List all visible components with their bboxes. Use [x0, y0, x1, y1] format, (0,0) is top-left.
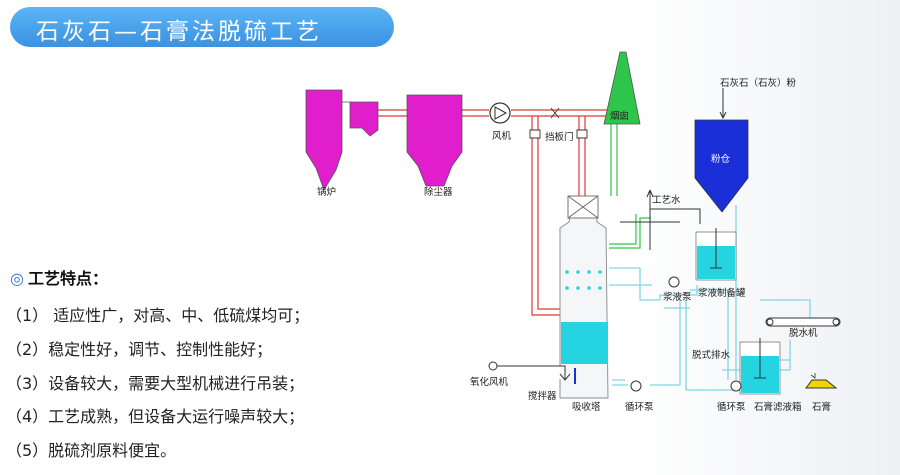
label-powder-silo: 粉仓 [711, 153, 731, 165]
feature-item: （4）工艺成熟，但设备大运行噪声较大； [6, 407, 305, 426]
features-heading-text: 工艺特点： [27, 269, 108, 288]
gypsum-pile [805, 379, 838, 389]
process-water-inlet [620, 189, 701, 250]
dust-collector [406, 94, 463, 187]
label-circulation-pump-1: 循环泵 [625, 401, 654, 413]
label-fan: 风机 [492, 130, 512, 142]
feature-item: （3）设备较大，需要大型机械进行吊装； [6, 374, 305, 393]
label-chimney: 烟囱 [610, 110, 629, 122]
feature-item: （5）脱硫剂原料便宜。 [6, 441, 177, 460]
label-slurry-tank: 浆液制备罐 [698, 287, 746, 299]
label-agitator: 搅拌器 [528, 390, 557, 402]
page-title: 石灰石—石膏法脱硫工艺 [36, 19, 322, 45]
clean-gas-lines [609, 110, 651, 249]
label-circulation-pump-2: 循环泵 [717, 401, 746, 413]
powder-silo [694, 119, 749, 213]
boiler [305, 89, 379, 191]
label-dewatering-drain: 脱式排水 [692, 349, 731, 361]
dewatering-belt [765, 317, 841, 327]
label-gypsum-filtrate-tank: 石膏滤液箱 [754, 401, 802, 413]
label-dewatering-machine: 脱水机 [789, 327, 818, 339]
oxidation-fan [488, 361, 571, 381]
chimney [603, 51, 641, 125]
title-banner: 石灰石—石膏法脱硫工艺 [10, 7, 394, 47]
absorption-tower [559, 195, 609, 399]
feature-item: （1） 适应性广，对高、中、低硫煤均可； [6, 306, 310, 325]
label-damper: 挡板门 [545, 131, 574, 143]
damper-icon [529, 107, 588, 139]
label-gypsum: 石膏 [812, 401, 831, 413]
label-limestone-powder: 石灰石（石灰）粉 [720, 77, 797, 89]
flue-gas-lines [378, 109, 613, 316]
circle-mark-icon: ◎ [10, 269, 24, 288]
label-slurry-pump: 浆液泵 [663, 291, 692, 303]
label-oxidation-fan: 氧化风机 [470, 376, 509, 388]
slurry-prep-tank [695, 228, 737, 281]
label-process-water: 工艺水 [652, 194, 681, 206]
feature-item: （2）稳定性好，调节、控制性能好； [6, 340, 273, 359]
features-heading: ◎工艺特点： [10, 265, 108, 289]
pump-icon [630, 276, 742, 392]
gypsum-filtrate-tank [739, 338, 781, 395]
label-absorption-tower: 吸收塔 [572, 401, 601, 413]
label-boiler: 锅炉 [317, 186, 336, 198]
label-dust-collector: 除尘器 [424, 186, 453, 198]
